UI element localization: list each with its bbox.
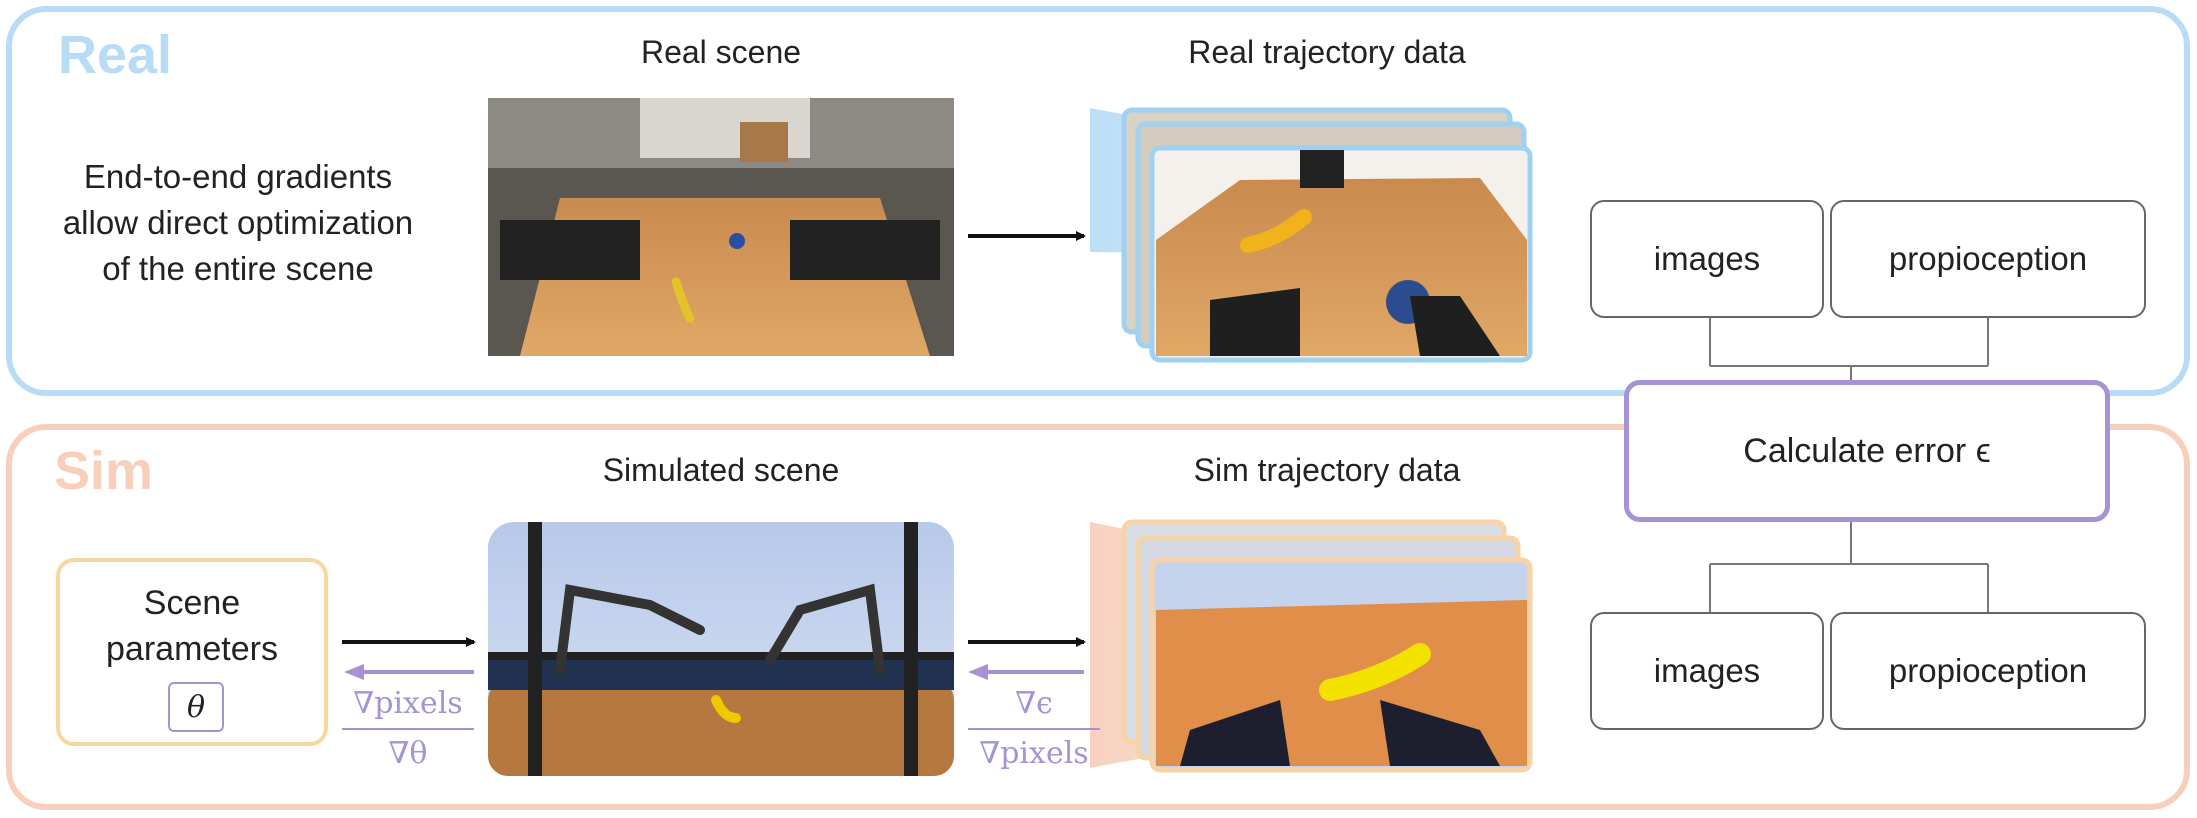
- real-images-label: images: [1653, 240, 1761, 277]
- scene-parameters-box: Scene parameters θ: [56, 558, 328, 746]
- grad-pixels-theta-fraction: ∇pixels ∇θ: [342, 682, 474, 776]
- sim-images-label: images: [1653, 652, 1761, 689]
- real-caption: End-to-end gradients allow direct optimi…: [28, 154, 448, 292]
- sim-trajectory-heading: Sim trajectory data: [1193, 452, 1461, 488]
- sim-propioception-box: propioception: [1830, 612, 2146, 730]
- calculate-error-node: Calculate error ϵ: [1624, 380, 2110, 522]
- real-propioception-box: propioception: [1830, 200, 2146, 318]
- real-trajectory-heading: Real trajectory data: [1188, 34, 1466, 70]
- real-propioception-label: propioception: [1888, 240, 2088, 277]
- grad-eps-pixels-numerator: ∇ϵ: [1015, 686, 1053, 721]
- grad-pixels-theta-denominator: ∇θ: [388, 736, 428, 771]
- real-panel: [6, 6, 2190, 396]
- grad-eps-pixels-fraction: ∇ϵ ∇pixels: [968, 682, 1100, 776]
- real-caption-line: allow direct optimization: [62, 204, 414, 241]
- scene-parameters-line: parameters: [106, 630, 278, 668]
- sim-images-box: images: [1590, 612, 1824, 730]
- grad-eps-pixels-denominator: ∇pixels: [979, 736, 1089, 771]
- fraction-bar: [342, 728, 474, 730]
- real-to-error-connector: [1709, 318, 1989, 384]
- simulated-scene-render: [488, 522, 954, 776]
- calculate-error-label: Calculate error ϵ: [1743, 431, 1991, 470]
- error-to-sim-connector: [1709, 522, 1989, 612]
- scene-parameters-line: Scene: [143, 584, 241, 622]
- real-panel-title: Real: [58, 25, 173, 85]
- sim-panel: [6, 424, 2190, 810]
- real-trajectory-stack: [1121, 107, 1533, 363]
- real-scene-heading: Real scene: [640, 34, 802, 70]
- sim-trajectory-stack: [1121, 519, 1533, 773]
- fraction-bar: [968, 728, 1100, 730]
- real-caption-line: of the entire scene: [102, 250, 374, 287]
- scene-parameters-label: Scene parameters: [60, 580, 324, 672]
- real-caption-line: End-to-end gradients: [83, 158, 393, 195]
- grad-pixels-theta-numerator: ∇pixels: [353, 686, 463, 721]
- sim-panel-title: Sim: [54, 441, 154, 501]
- theta-symbol: θ: [168, 682, 224, 732]
- simulated-scene-heading: Simulated scene: [602, 452, 840, 488]
- real-images-box: images: [1590, 200, 1824, 318]
- real-scene-photo: [488, 98, 954, 356]
- sim-propioception-label: propioception: [1888, 652, 2088, 689]
